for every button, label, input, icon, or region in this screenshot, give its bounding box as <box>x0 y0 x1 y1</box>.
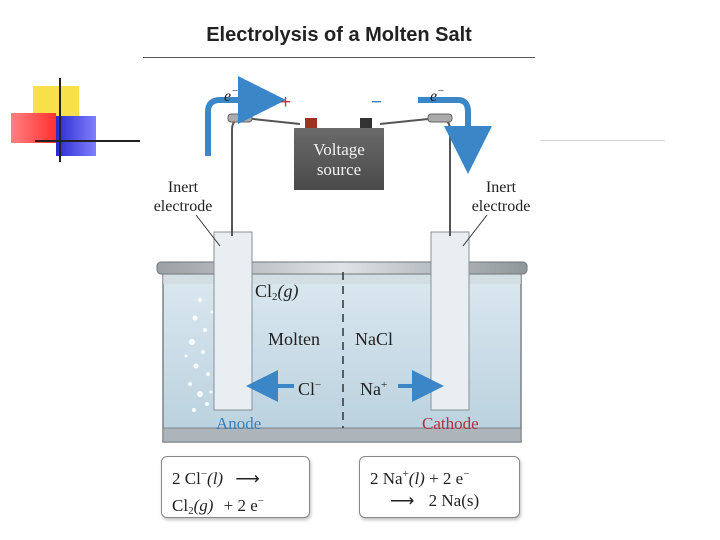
electron-right-charge: − <box>437 85 445 97</box>
deco-line-faint <box>540 140 665 141</box>
inert-left-pointer <box>195 214 221 247</box>
title-rule <box>143 57 535 58</box>
electron-arrow-right <box>418 97 492 174</box>
anode-eq-electrons: + 2 e <box>223 496 258 515</box>
anode-label: Anode <box>216 414 262 433</box>
inert-right-line2: electrode <box>471 198 531 215</box>
cathode-eq-arrow: ⟶ <box>390 491 415 510</box>
na-ion-symbol: Na <box>360 379 381 399</box>
positive-terminal <box>305 118 317 128</box>
anode-eq-charge: − <box>200 468 208 480</box>
electron-label-right: e− <box>430 82 445 106</box>
deco-line-vertical <box>59 78 61 162</box>
minus-sign: − <box>371 92 383 113</box>
gas-symbol: Cl <box>255 281 273 301</box>
voltage-source-line1: Voltage <box>313 140 365 159</box>
anode-eq-product-sub: 2 <box>188 505 194 517</box>
anode-eq-state: (l) <box>207 469 224 488</box>
inert-right-pointer <box>462 214 488 247</box>
inert-electrode-left-label: Inert electrode <box>140 178 226 216</box>
cl-ion-symbol: Cl <box>298 379 316 399</box>
cathode-eq-electron-charge: − <box>463 468 470 480</box>
anode-eq-arrow: ⟶ <box>235 469 260 488</box>
anode-electrode <box>213 231 253 411</box>
cathode-electrode <box>430 231 470 411</box>
deco-line-horizontal <box>35 140 140 142</box>
cathode-eq-reactant: 2 Na <box>370 469 403 488</box>
right-wire <box>379 116 451 236</box>
cathode-label: Cathode <box>422 414 479 433</box>
inert-right-line1: Inert <box>485 179 517 196</box>
inert-electrode-right-label: Inert electrode <box>458 178 544 216</box>
cathode-eq-charge: + <box>402 468 409 480</box>
electron-label-left: e− <box>224 82 239 106</box>
voltage-source: Voltage source <box>294 128 384 190</box>
deco-square-red <box>11 113 56 143</box>
negative-terminal <box>360 118 372 128</box>
cathode-eq-state: (l) <box>408 469 425 488</box>
electron-left-symbol: e <box>224 88 232 105</box>
anode-eq-product: Cl <box>172 496 189 515</box>
cathode-eq-line2: ⟶ 2 Na(s) <box>370 490 509 512</box>
na-ion-charge: + <box>381 379 388 391</box>
gas-state: (g) <box>277 281 299 301</box>
anode-eq-electron-charge: − <box>257 495 264 507</box>
voltage-source-line2: source <box>316 160 362 179</box>
inert-left-line1: Inert <box>167 179 199 196</box>
cathode-equation-box: 2 Na+(l) + 2 e− ⟶ 2 Na(s) <box>359 456 520 518</box>
inert-left-line2: electrode <box>153 198 213 215</box>
electron-left-charge: − <box>231 85 239 97</box>
anode-eq-line1: 2 Cl−(l) ⟶ <box>172 463 299 490</box>
gas-bubbles <box>184 298 214 412</box>
nacl-label: NaCl <box>355 329 393 349</box>
anode-eq-reactant: 2 Cl <box>172 469 201 488</box>
cl2-gas-label: Cl2(g) <box>255 282 299 307</box>
molten-label: Molten <box>268 329 320 349</box>
anode-eq-product-state: (g) <box>193 496 214 515</box>
deco-square-blue <box>56 116 96 156</box>
electron-arrow-left <box>205 76 286 156</box>
gas-subscript: 2 <box>272 291 278 303</box>
cl-ion-charge: − <box>315 379 322 391</box>
na-ion-label: Na+ <box>360 376 387 399</box>
anode-eq-line2: Cl2(g) + 2 e− <box>172 490 299 522</box>
cathode-eq-product: 2 Na(s) <box>428 491 480 510</box>
cathode-eq-electrons: + 2 e <box>429 469 464 488</box>
left-wire <box>231 116 301 236</box>
cl-ion-label: Cl− <box>298 376 321 399</box>
diagram-title: Electrolysis of a Molten Salt <box>206 24 472 46</box>
cathode-eq-line1: 2 Na+(l) + 2 e− <box>370 463 509 490</box>
anode-equation-box: 2 Cl−(l) ⟶ Cl2(g) + 2 e− <box>161 456 310 518</box>
plus-sign: + <box>280 92 292 113</box>
electron-right-symbol: e <box>430 88 438 105</box>
